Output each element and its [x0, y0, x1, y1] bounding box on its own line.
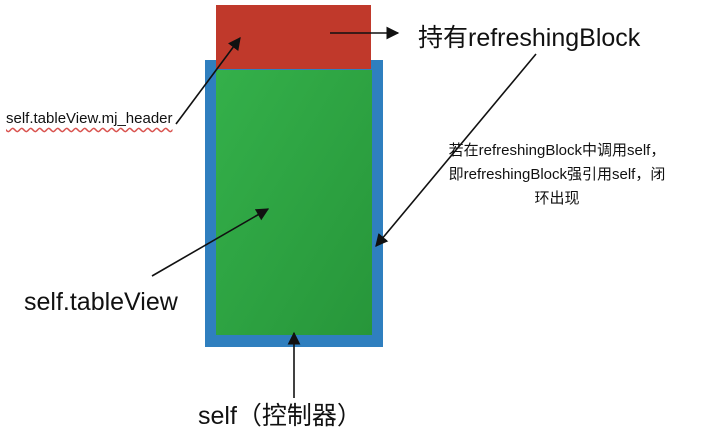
- table-view-label: self.tableView: [24, 288, 178, 316]
- header-block: [216, 5, 371, 69]
- arrow-to-header: [175, 36, 241, 125]
- arrow-refreshing-block-to-controller: [375, 53, 537, 247]
- retain-cycle-note: 若在refreshingBlock中调用self，即refreshingBloc…: [448, 142, 666, 207]
- arrow-to-table-view: [151, 208, 270, 277]
- refreshing-block-label: 持有refreshingBlock: [418, 24, 641, 52]
- header-label: self.tableView.mj_header: [6, 110, 173, 127]
- table-view-block: [216, 70, 372, 335]
- controller-label: self（控制器）: [198, 402, 362, 430]
